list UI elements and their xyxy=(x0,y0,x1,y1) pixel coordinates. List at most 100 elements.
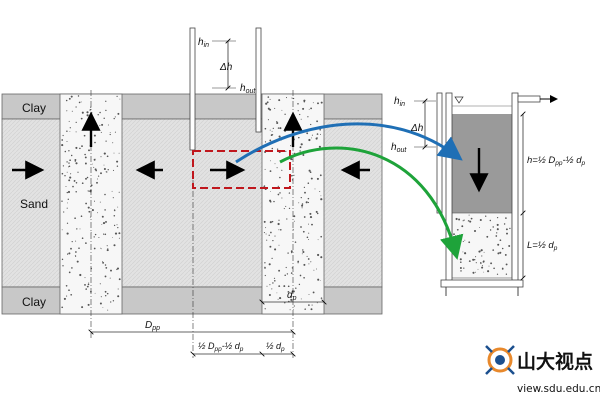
sand-grain xyxy=(317,239,319,241)
sand-grain xyxy=(61,229,63,231)
sand-grain xyxy=(453,233,455,236)
sand-grain xyxy=(85,242,87,244)
sand-grain xyxy=(290,272,293,274)
sand-grain xyxy=(308,263,310,265)
sand-grain xyxy=(289,295,292,298)
sand-grain xyxy=(311,304,313,306)
sand-grain xyxy=(290,158,293,161)
sand-grain xyxy=(269,139,272,142)
sand-grain xyxy=(272,127,274,130)
sand-grain xyxy=(109,131,111,133)
sand-grain xyxy=(105,109,107,112)
sand-grain xyxy=(300,226,302,228)
sand-grain xyxy=(493,267,495,270)
sand-grain xyxy=(269,200,272,203)
sand-grain xyxy=(107,169,109,171)
sand-grain xyxy=(290,128,292,131)
sand-grain xyxy=(83,134,86,137)
sand-grain xyxy=(81,145,83,148)
sand-grain xyxy=(304,191,306,194)
sand-grain xyxy=(112,197,114,199)
watermark-brand: 山大视点 xyxy=(517,350,593,373)
clay-layer-bottom xyxy=(1,286,383,315)
sand-grain xyxy=(64,150,67,153)
sand-grain xyxy=(113,224,116,227)
sand-grain xyxy=(75,251,77,253)
sand-grain xyxy=(271,147,274,150)
sand-grain xyxy=(316,120,318,123)
sand-grain xyxy=(319,174,322,177)
sand-grain xyxy=(288,207,291,210)
sand-grain xyxy=(69,127,71,129)
sand-grain xyxy=(488,265,490,267)
sand-grain xyxy=(470,217,473,220)
sand-grain xyxy=(94,233,97,236)
sand-grain xyxy=(474,259,476,261)
sand-grain xyxy=(455,242,458,245)
sand-grain xyxy=(320,195,322,197)
h-out-label: hout xyxy=(240,83,256,95)
sand-grain xyxy=(303,186,306,189)
sand-grain xyxy=(270,191,272,192)
sand-grain xyxy=(264,274,266,277)
sand-grain xyxy=(79,147,81,150)
sand-grain xyxy=(67,253,69,255)
sand-grain xyxy=(485,215,487,217)
sand-grain xyxy=(70,247,72,250)
sand-grain xyxy=(297,103,299,105)
sand-grain xyxy=(96,181,98,184)
sand-grain xyxy=(70,293,73,296)
sand-grain xyxy=(112,169,115,171)
sand-grain xyxy=(267,119,269,121)
sand-grain xyxy=(74,179,76,181)
sand-grain xyxy=(317,253,320,257)
sand-grain xyxy=(117,295,120,298)
sand-grain xyxy=(505,228,508,231)
sand-grain xyxy=(269,284,271,286)
water-surface-symbol xyxy=(454,96,464,104)
clay-bottom-label: Clay xyxy=(22,295,46,309)
sand-grain xyxy=(308,232,310,234)
sand-grain xyxy=(299,150,301,152)
sand-grain xyxy=(315,210,318,213)
sand-grain xyxy=(66,202,68,204)
sand-grain xyxy=(100,247,102,249)
sand-grain xyxy=(483,271,485,273)
sand-grain xyxy=(462,240,464,243)
sand-grain xyxy=(80,117,83,120)
sand-grain xyxy=(281,169,283,171)
sand-grain xyxy=(277,193,280,196)
sand-grain xyxy=(113,152,115,154)
sand-grain xyxy=(113,244,116,247)
sand-grain xyxy=(62,165,65,167)
sand-grain xyxy=(65,99,68,102)
sand-grain xyxy=(501,268,504,270)
sand-grain xyxy=(67,190,71,194)
column-standpipe xyxy=(436,92,443,214)
sand-grain xyxy=(106,292,109,295)
sand-grain xyxy=(102,260,104,262)
sand-grain xyxy=(93,166,95,168)
sand-grain xyxy=(309,216,313,219)
sand-grain xyxy=(84,277,86,279)
sand-grain xyxy=(103,167,106,171)
column-l-formula: L=½ dp xyxy=(527,240,558,252)
sand-grain xyxy=(80,215,83,217)
column-h-out-label: hout xyxy=(391,142,407,154)
sand-grain xyxy=(489,219,492,222)
sand-grain xyxy=(84,156,87,159)
sand-grain xyxy=(263,185,265,188)
sand-grain xyxy=(306,132,309,135)
sand-grain xyxy=(86,285,89,288)
sand-grain xyxy=(94,141,96,144)
sand-grain xyxy=(276,121,278,123)
sand-grain xyxy=(97,212,99,214)
sand-grain xyxy=(70,154,73,157)
sand-grain xyxy=(288,192,291,194)
sand-grain xyxy=(69,159,71,162)
sand-grain xyxy=(67,198,69,200)
sand-grain xyxy=(64,174,66,177)
sand-grain xyxy=(93,247,96,250)
sand-grain xyxy=(102,222,106,225)
sand-grain xyxy=(307,201,310,204)
